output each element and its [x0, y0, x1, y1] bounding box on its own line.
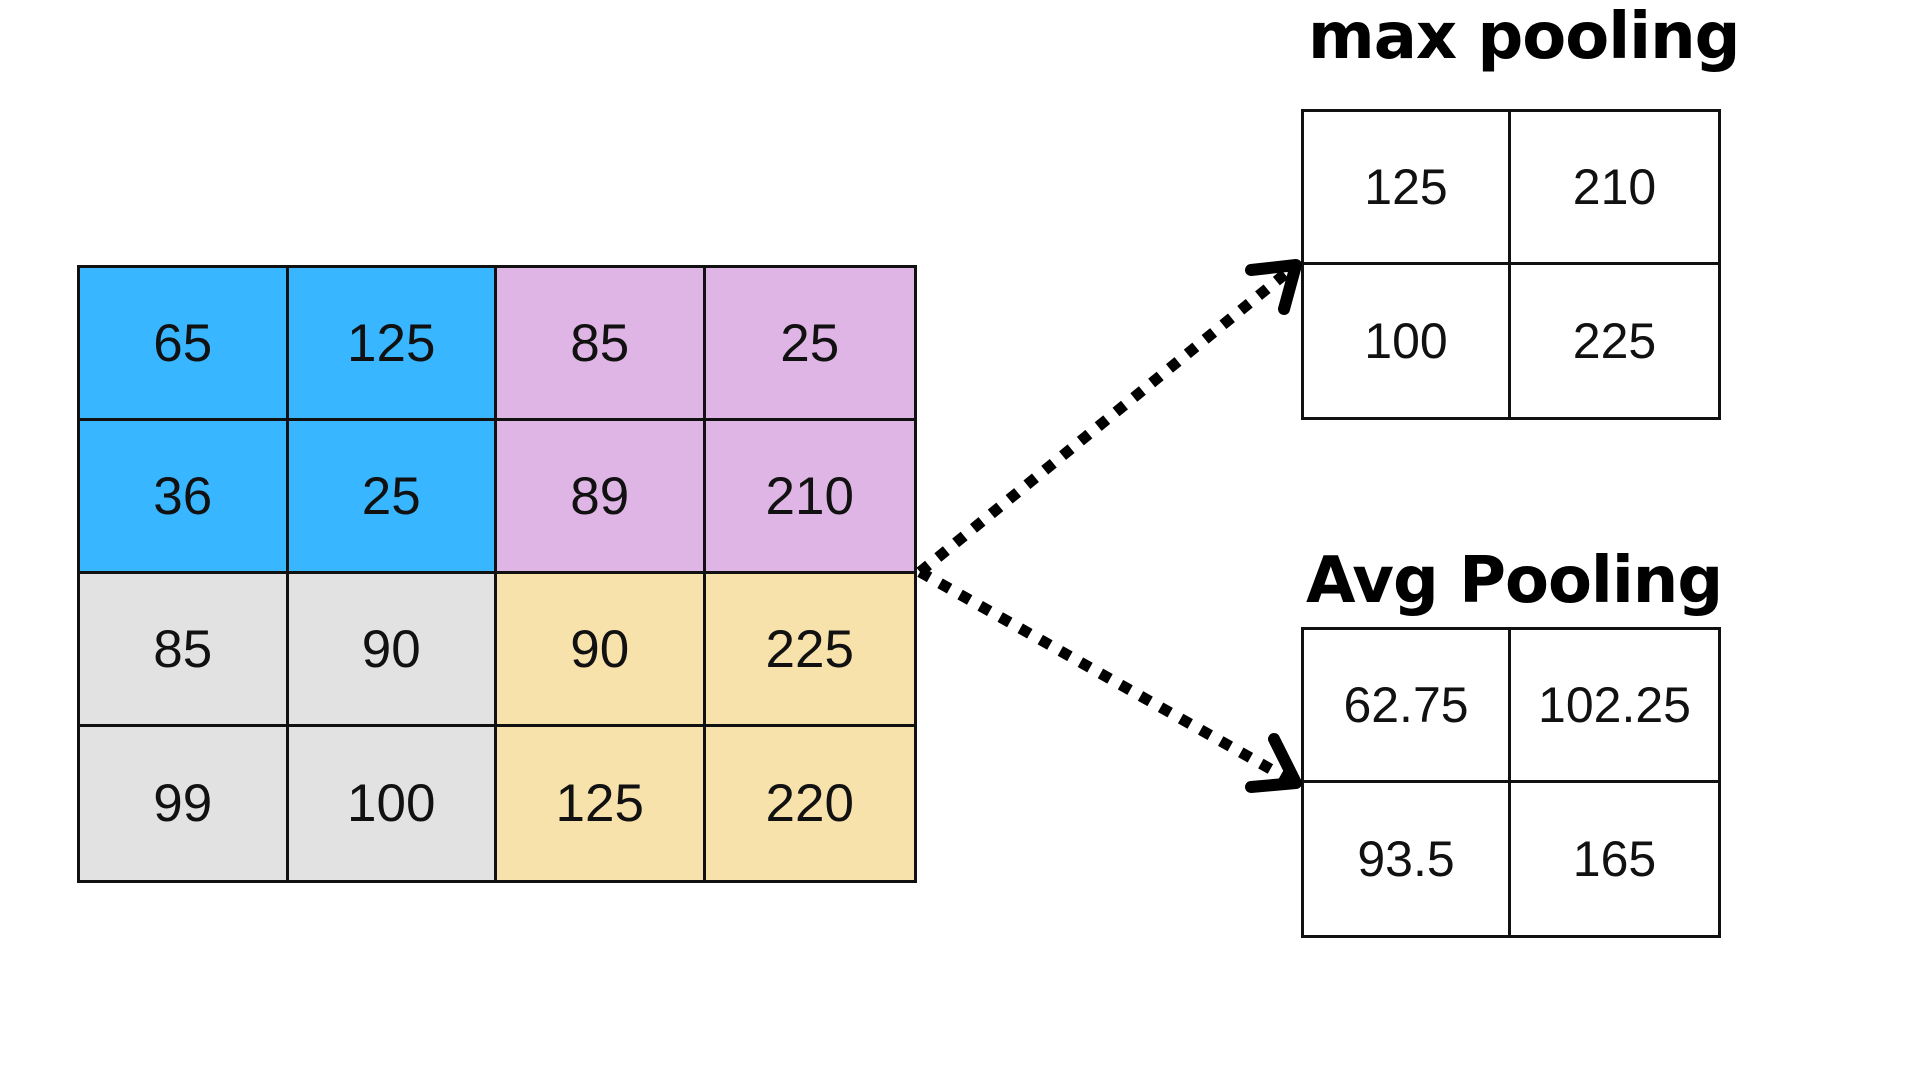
input-cell: 99 — [80, 727, 289, 880]
input-cell: 36 — [80, 421, 289, 574]
input-cell: 125 — [288, 268, 497, 421]
input-cell: 125 — [497, 727, 706, 880]
input-cell: 100 — [288, 727, 497, 880]
avg-pooling-matrix: 62.75 102.25 93.5 165 — [1301, 627, 1721, 938]
arrow-to-avg-pooling — [917, 567, 1302, 793]
input-cell: 25 — [705, 268, 914, 421]
avg-pooling-cell: 102.25 — [1511, 630, 1718, 783]
input-cell: 220 — [705, 727, 914, 880]
input-cell: 25 — [288, 421, 497, 574]
arrow-head-icon — [1245, 259, 1302, 315]
dotted-arrow-line — [916, 265, 1294, 577]
input-cell: 90 — [497, 574, 706, 727]
input-cell: 85 — [80, 574, 289, 727]
arrow-to-max-pooling — [916, 259, 1302, 577]
avg-pooling-cell: 93.5 — [1304, 782, 1511, 935]
max-pooling-cell: 225 — [1511, 264, 1718, 417]
input-cell: 85 — [497, 268, 706, 421]
max-pooling-cell: 125 — [1304, 112, 1511, 265]
input-cell: 225 — [705, 574, 914, 727]
max-pooling-title: max pooling — [1308, 0, 1740, 74]
input-cell: 210 — [705, 421, 914, 574]
input-cell: 65 — [80, 268, 289, 421]
max-pooling-cell: 100 — [1304, 264, 1511, 417]
avg-pooling-title: Avg Pooling — [1306, 544, 1723, 618]
input-matrix: 65 125 85 25 36 25 89 210 85 90 90 225 9… — [77, 265, 917, 883]
avg-pooling-cell: 165 — [1511, 782, 1718, 935]
input-cell: 90 — [288, 574, 497, 727]
input-cell: 89 — [497, 421, 706, 574]
avg-pooling-cell: 62.75 — [1304, 630, 1511, 783]
max-pooling-cell: 210 — [1511, 112, 1718, 265]
arrow-head-icon — [1245, 733, 1302, 793]
dotted-arrow-line — [917, 567, 1293, 785]
max-pooling-matrix: 125 210 100 225 — [1301, 109, 1721, 420]
